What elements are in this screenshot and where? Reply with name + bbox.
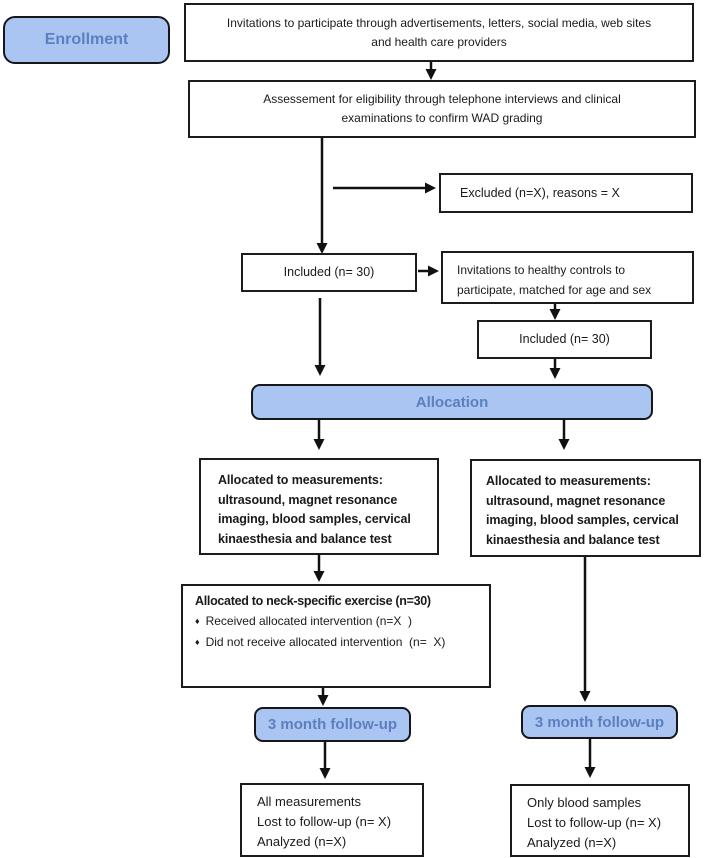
text-line: ultrasound, magnet resonance — [218, 492, 398, 507]
allocation-stage-text: Allocation — [415, 393, 489, 411]
list-item: ♦ Received allocated intervention (n=X ) — [195, 611, 489, 632]
arrow-to-excluded — [333, 182, 436, 194]
allocation-stage-label: Allocation — [251, 384, 653, 420]
text-line: Allocated to measurements: — [218, 473, 383, 487]
text-line: Allocated to measurements: — [486, 474, 651, 488]
included-controls-text: Included (n= 30) — [519, 332, 610, 346]
enrollment-stage-label: Enrollment — [3, 16, 170, 64]
text-line: Analyzed (n=X) — [527, 835, 617, 850]
arrow-allocation-to-allocated-patients — [313, 420, 325, 450]
included-controls-box: Included (n= 30) — [477, 320, 652, 359]
included-patients-box: Included (n= 30) — [241, 253, 417, 292]
diamond-bullet-icon: ♦ — [195, 637, 200, 647]
invitations-box: Invitations to participate through adver… — [184, 3, 694, 62]
arrow-included-to-healthy-controls — [418, 265, 439, 277]
arrow-neck-specific-to-followup-patients — [317, 688, 329, 706]
followup-controls-text: 3 month follow-up — [534, 713, 665, 731]
allocated-measurements-controls-box: Allocated to measurements: ultrasound, m… — [470, 459, 701, 557]
outcome-controls-box: Only blood samples Lost to follow-up (n=… — [510, 784, 690, 857]
text-line: kinaesthesia and balance test — [486, 532, 660, 547]
assessment-box: Assessement for eligibility through tele… — [188, 80, 696, 138]
text-line: ultrasound, magnet resonance — [486, 493, 666, 508]
outcome-patients-box: All measurements Lost to follow-up (n= X… — [240, 783, 424, 857]
text-line: Analyzed (n=X) — [257, 834, 347, 849]
text-line: Invitations to participate through adver… — [226, 15, 652, 30]
text-line: All measurements — [257, 794, 362, 809]
followup-patients-label: 3 month follow-up — [254, 707, 411, 742]
arrow-included-controls-to-allocation — [549, 359, 561, 379]
followup-patients-text: 3 month follow-up — [267, 716, 398, 733]
healthy-controls-invitation-box: Invitations to healthy controls to parti… — [441, 251, 694, 304]
text-line: Lost to follow-up (n= X) — [257, 814, 392, 829]
allocated-measurements-patients-box: Allocated to measurements: ultrasound, m… — [199, 458, 439, 555]
excluded-text: Excluded (n=X), reasons = X — [460, 185, 620, 200]
arrow-invitations-to-assessment — [425, 62, 437, 80]
text-line: and health care providers — [371, 34, 507, 49]
arrow-assessment-to-included-patients — [316, 138, 328, 254]
neck-specific-title: Allocated to neck-specific exercise (n=3… — [195, 594, 431, 608]
followup-controls-label: 3 month follow-up — [521, 705, 678, 739]
text-line: Invitations to healthy controls to — [457, 263, 626, 277]
text-line: Lost to follow-up (n= X) — [527, 815, 662, 830]
diamond-bullet-icon: ♦ — [195, 616, 200, 626]
enrollment-stage-text: Enrollment — [44, 31, 129, 48]
text-line: Only blood samples — [527, 795, 642, 810]
text-line: Received allocated intervention (n=X ) — [205, 614, 413, 628]
text-line: kinaesthesia and balance test — [218, 531, 392, 546]
arrow-healthy-controls-to-included-controls — [549, 304, 561, 320]
arrow-allocated-controls-to-followup-controls — [579, 557, 591, 702]
included-patients-text: Included (n= 30) — [283, 265, 375, 279]
text-line: Did not receive allocated intervention (… — [205, 635, 446, 649]
arrow-allocation-to-allocated-controls — [558, 420, 570, 450]
text-line: imaging, blood samples, cervical — [218, 512, 411, 526]
list-item: ♦ Did not receive allocated intervention … — [195, 632, 489, 653]
arrow-included-patients-to-allocation — [314, 298, 326, 376]
text-line: Assessement for eligibility through tele… — [263, 92, 621, 106]
text-line: imaging, blood samples, cervical — [486, 513, 679, 527]
arrow-followup-controls-to-outcome-controls — [584, 739, 596, 778]
neck-specific-exercise-box: Allocated to neck-specific exercise (n=3… — [181, 584, 491, 688]
arrow-followup-patients-to-outcome-patients — [319, 742, 331, 779]
text-line: participate, matched for age and sex — [457, 283, 652, 297]
arrow-allocated-patients-to-neck-specific — [313, 555, 325, 582]
excluded-box: Excluded (n=X), reasons = X — [439, 173, 693, 213]
text-line: examinations to confirm WAD grading — [341, 111, 543, 125]
